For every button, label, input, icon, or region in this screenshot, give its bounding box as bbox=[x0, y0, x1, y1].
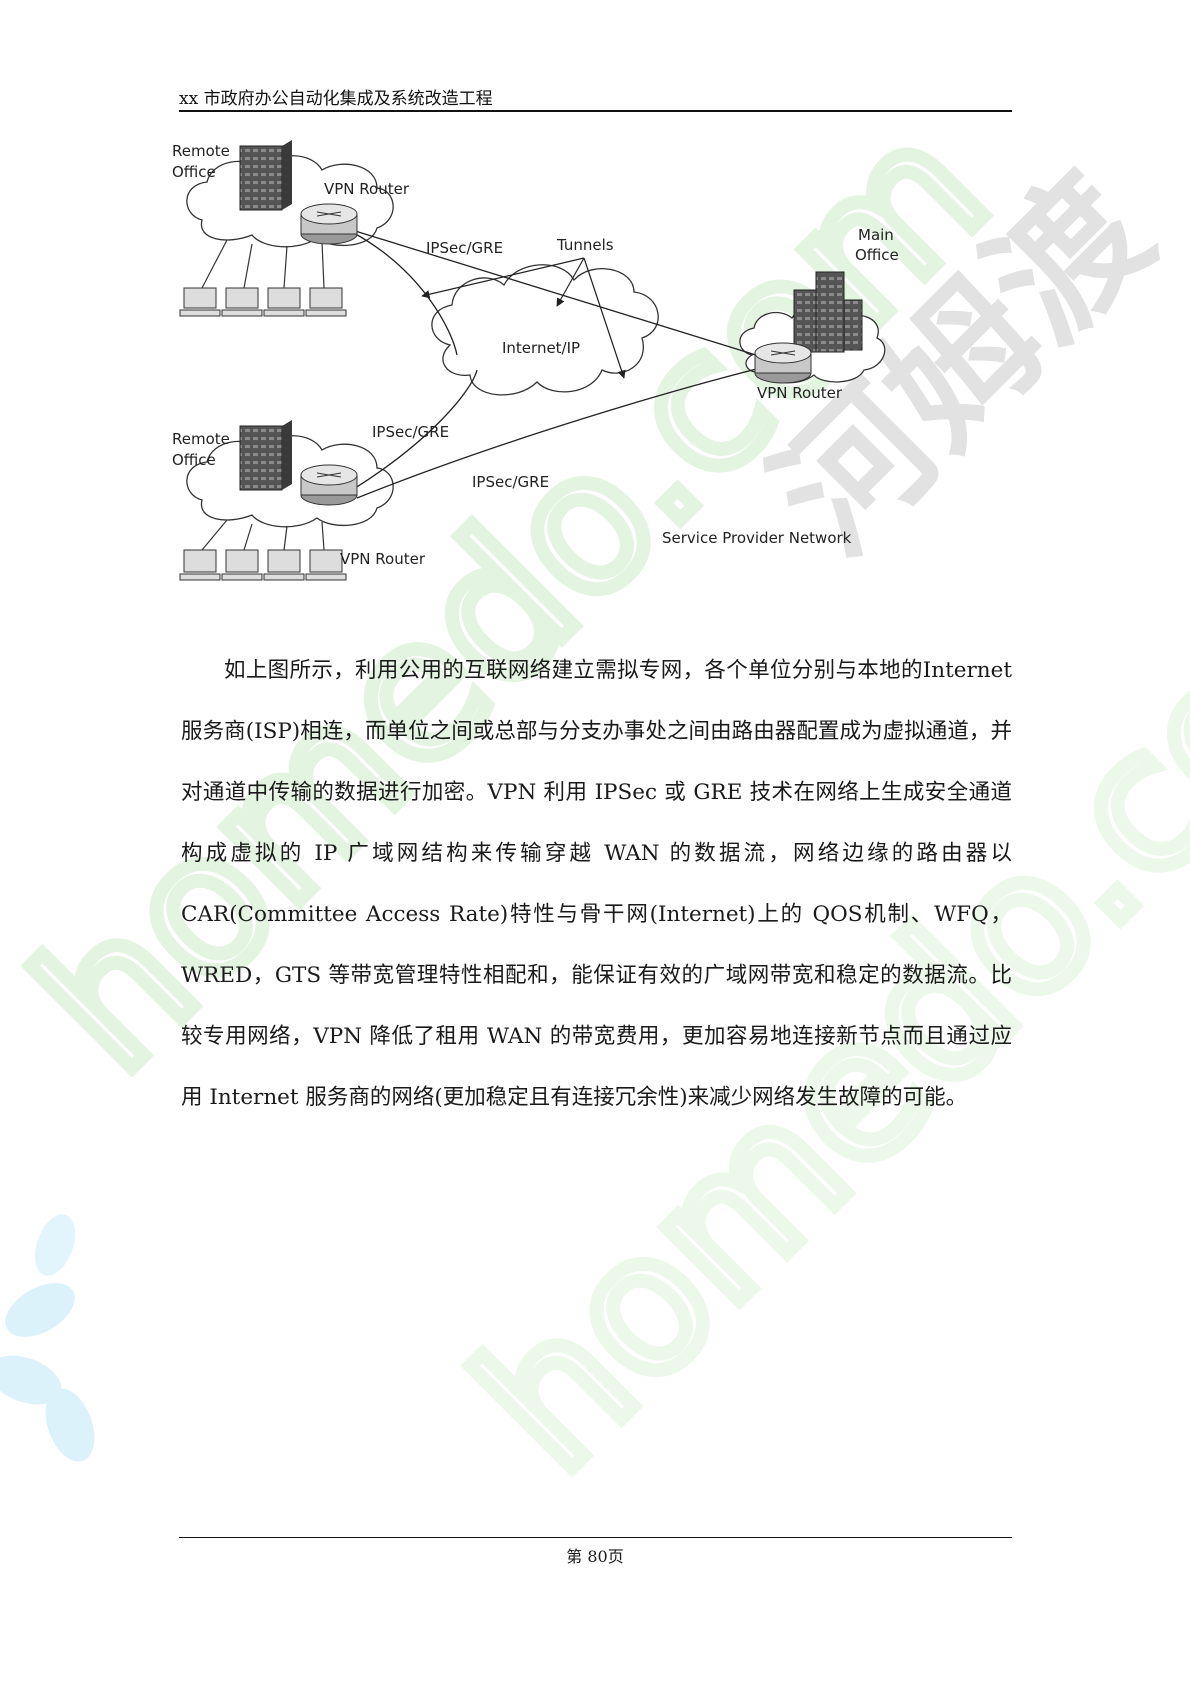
header-title: xx 市政府办公自动化集成及系统改造工程 bbox=[179, 89, 493, 109]
label-remote-office-bottom-2: Office bbox=[172, 451, 216, 469]
header-rule bbox=[179, 110, 1012, 112]
main-office-building-icon bbox=[793, 271, 863, 353]
label-main-office-2: Office bbox=[855, 246, 899, 264]
router-icon-bottom bbox=[300, 464, 358, 506]
label-remote-office-top-2: Office bbox=[172, 163, 216, 181]
label-vpn-router-bottom: VPN Router bbox=[340, 550, 426, 568]
lan-links bbox=[201, 239, 325, 551]
label-ipsec-gre-top: IPSec/GRE bbox=[426, 239, 503, 257]
router-icon-main bbox=[754, 342, 812, 384]
internet-cloud bbox=[431, 264, 659, 396]
label-ipsec-gre-bottom: IPSec/GRE bbox=[472, 473, 549, 491]
tunnel-links bbox=[351, 229, 773, 499]
remote-office-bottom-building-icon bbox=[239, 420, 292, 491]
label-tunnels: Tunnels bbox=[556, 236, 614, 254]
label-remote-office-bottom-1: Remote bbox=[172, 430, 230, 448]
label-vpn-router-top: VPN Router bbox=[324, 180, 410, 198]
workstation-icons-top bbox=[179, 287, 347, 317]
page-number: 第 80页 bbox=[566, 1547, 624, 1566]
label-internet-ip: Internet/IP bbox=[502, 339, 580, 357]
workstation-icons-bottom bbox=[179, 549, 347, 581]
vpn-network-diagram: Remote Office VPN Router IPSec/GRE Tunne… bbox=[172, 140, 899, 581]
router-icon-top bbox=[300, 203, 358, 245]
label-remote-office-top-1: Remote bbox=[172, 142, 230, 160]
body-text: 如上图所示，利用公用的互联网络建立需拟专网，各个单位分别与本地的Internet… bbox=[181, 640, 1012, 1128]
remote-office-top-building-icon bbox=[239, 140, 292, 211]
label-vpn-router-main: VPN Router bbox=[757, 384, 843, 402]
label-main-office-1: Main bbox=[858, 226, 894, 244]
watermark-flower-icon bbox=[0, 1214, 95, 1462]
footer-rule bbox=[179, 1537, 1012, 1538]
label-service-provider-network: Service Provider Network bbox=[662, 529, 852, 547]
label-ipsec-gre-middle: IPSec/GRE bbox=[372, 423, 449, 441]
body-paragraph: 如上图所示，利用公用的互联网络建立需拟专网，各个单位分别与本地的Internet… bbox=[181, 658, 1012, 1110]
tunnel-arrows bbox=[421, 257, 626, 379]
